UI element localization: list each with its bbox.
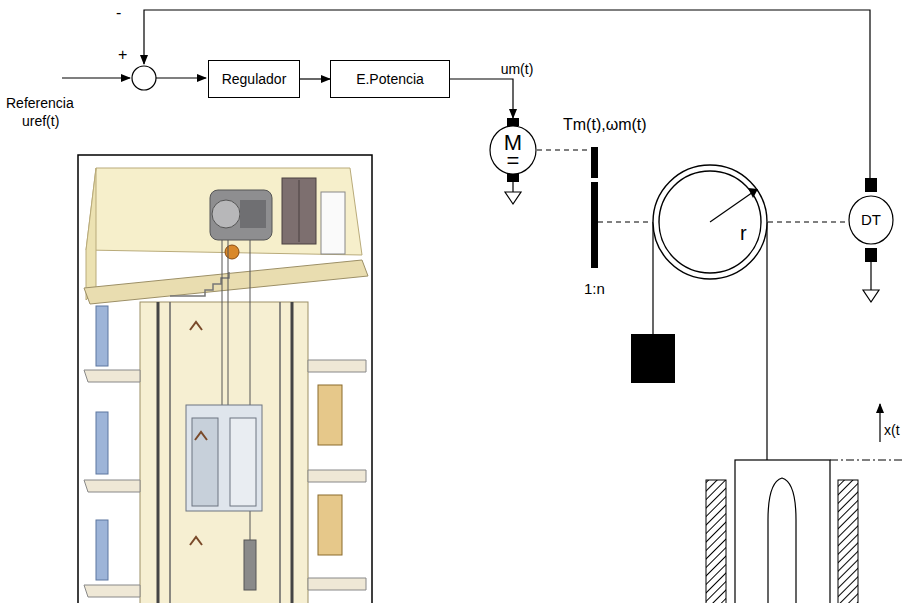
ground-symbol <box>863 290 879 302</box>
building-illustration <box>78 155 372 603</box>
gear-ratio: 1:n <box>584 280 605 297</box>
gear-shaft <box>598 221 652 222</box>
error-wire <box>156 77 206 78</box>
edge-label: um(t) <box>499 61 536 77</box>
position-arrow <box>879 404 880 442</box>
car-door <box>768 478 796 603</box>
node-text: r <box>740 222 747 245</box>
plus-sign: + <box>118 46 127 64</box>
elevator-car <box>735 460 830 603</box>
pulley: r <box>652 164 768 280</box>
guide-rail <box>838 480 858 603</box>
node-text: Regulador <box>222 71 287 87</box>
counterweight <box>631 334 675 383</box>
position-label: x(t <box>884 422 900 438</box>
car-rope <box>766 222 767 460</box>
motor-shaft <box>537 149 591 150</box>
node-text: DT <box>861 211 881 228</box>
regulator-box: Regulador <box>208 60 300 98</box>
reference-label: Referencia <box>6 95 74 111</box>
connector <box>450 79 513 118</box>
minus-sign: - <box>116 4 121 22</box>
connector <box>768 221 848 222</box>
connector <box>300 78 330 79</box>
ground-wire <box>870 262 871 290</box>
gear-large <box>591 182 598 268</box>
gear-small <box>591 147 598 178</box>
node-text: = <box>507 148 520 173</box>
reference-signal: uref(t) <box>22 113 59 129</box>
torque-speed-label: Tm(t),ωm(t) <box>563 116 647 134</box>
feedback-wire <box>144 10 870 178</box>
position-reference <box>830 460 904 461</box>
ground-wire <box>512 182 513 192</box>
reference-wire <box>62 77 130 78</box>
dc-motor: M= <box>489 118 537 182</box>
tachogenerator: DT <box>848 178 894 262</box>
guide-rail <box>706 480 726 603</box>
node-text: E.Potencia <box>356 71 424 87</box>
pulley-outline <box>652 164 768 280</box>
sum-junction <box>132 66 156 90</box>
ground-symbol <box>505 192 521 204</box>
power-stage-box: E.Potencia <box>330 60 450 98</box>
counterweight-rope <box>652 222 653 334</box>
